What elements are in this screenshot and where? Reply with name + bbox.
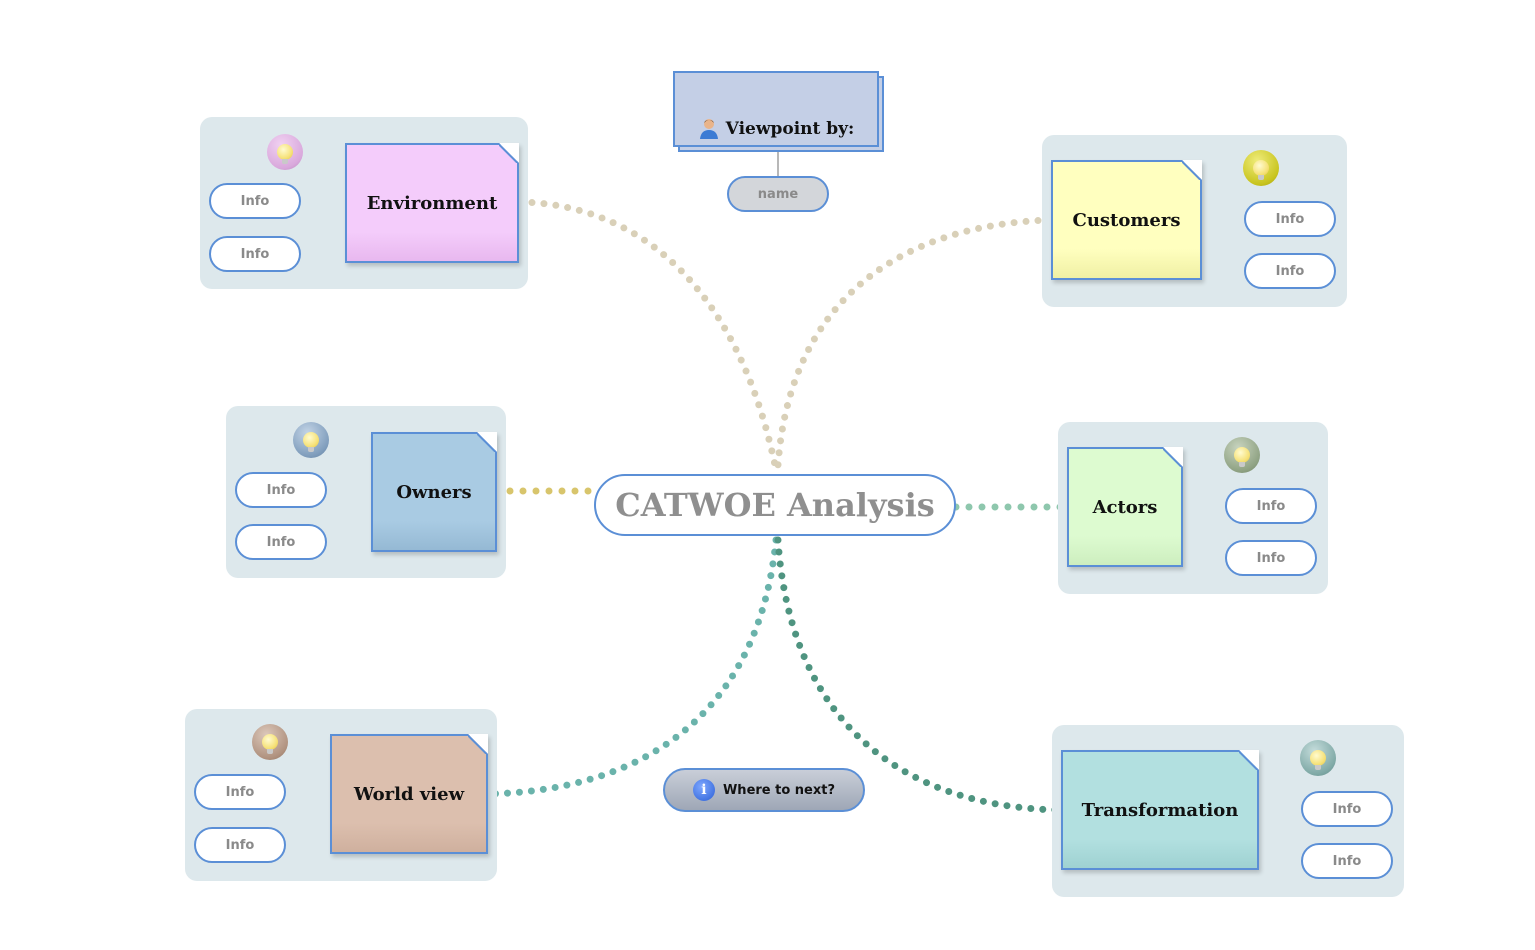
topic-transformation[interactable]: Transformation <box>1061 750 1259 870</box>
topic-label: Transformation <box>1081 799 1239 821</box>
topic-environment[interactable]: Environment <box>345 143 519 263</box>
topic-label: World view <box>353 783 465 805</box>
lightbulb-icon[interactable] <box>1243 150 1279 186</box>
where-to-next-label: Where to next? <box>722 782 836 798</box>
info-button[interactable]: Info <box>194 774 286 810</box>
lightbulb-icon[interactable] <box>267 134 303 170</box>
lightbulb-icon[interactable] <box>1224 437 1260 473</box>
link-environment <box>516 198 779 469</box>
topic-owners[interactable]: Owners <box>371 432 497 552</box>
where-to-next-button[interactable]: i Where to next? <box>663 768 865 812</box>
link-customers <box>774 216 1054 469</box>
lightbulb-icon[interactable] <box>252 724 288 760</box>
topic-world-view[interactable]: World view <box>330 734 488 854</box>
person-icon <box>699 119 718 139</box>
viewpoint-name-field[interactable]: name <box>727 176 829 212</box>
info-button[interactable]: Info <box>194 827 286 863</box>
info-button[interactable]: Info <box>1225 488 1317 524</box>
topic-label: Actors <box>1092 496 1158 518</box>
lightbulb-icon[interactable] <box>293 422 329 458</box>
topic-label: Environment <box>366 192 498 214</box>
info-icon: i <box>692 779 715 801</box>
info-button[interactable]: Info <box>209 183 301 219</box>
info-button[interactable]: Info <box>1244 253 1336 289</box>
lightbulb-icon[interactable] <box>1300 740 1336 776</box>
info-button[interactable]: Info <box>235 524 327 560</box>
viewpoint-box[interactable]: Viewpoint by: <box>673 71 879 147</box>
viewpoint-label: Viewpoint by: <box>725 119 855 139</box>
info-button[interactable]: Info <box>1301 791 1393 827</box>
info-button[interactable]: Info <box>1244 201 1336 237</box>
topic-label: Owners <box>396 481 472 503</box>
info-button[interactable]: Info <box>1225 540 1317 576</box>
topic-label: Customers <box>1072 209 1181 231</box>
info-button[interactable]: Info <box>235 472 327 508</box>
topic-actors[interactable]: Actors <box>1067 447 1183 567</box>
central-topic[interactable]: CATWOE Analysis <box>594 474 956 536</box>
info-button[interactable]: Info <box>209 236 301 272</box>
link-world-view <box>484 536 780 798</box>
topic-customers[interactable]: Customers <box>1051 160 1202 280</box>
info-button[interactable]: Info <box>1301 843 1393 879</box>
